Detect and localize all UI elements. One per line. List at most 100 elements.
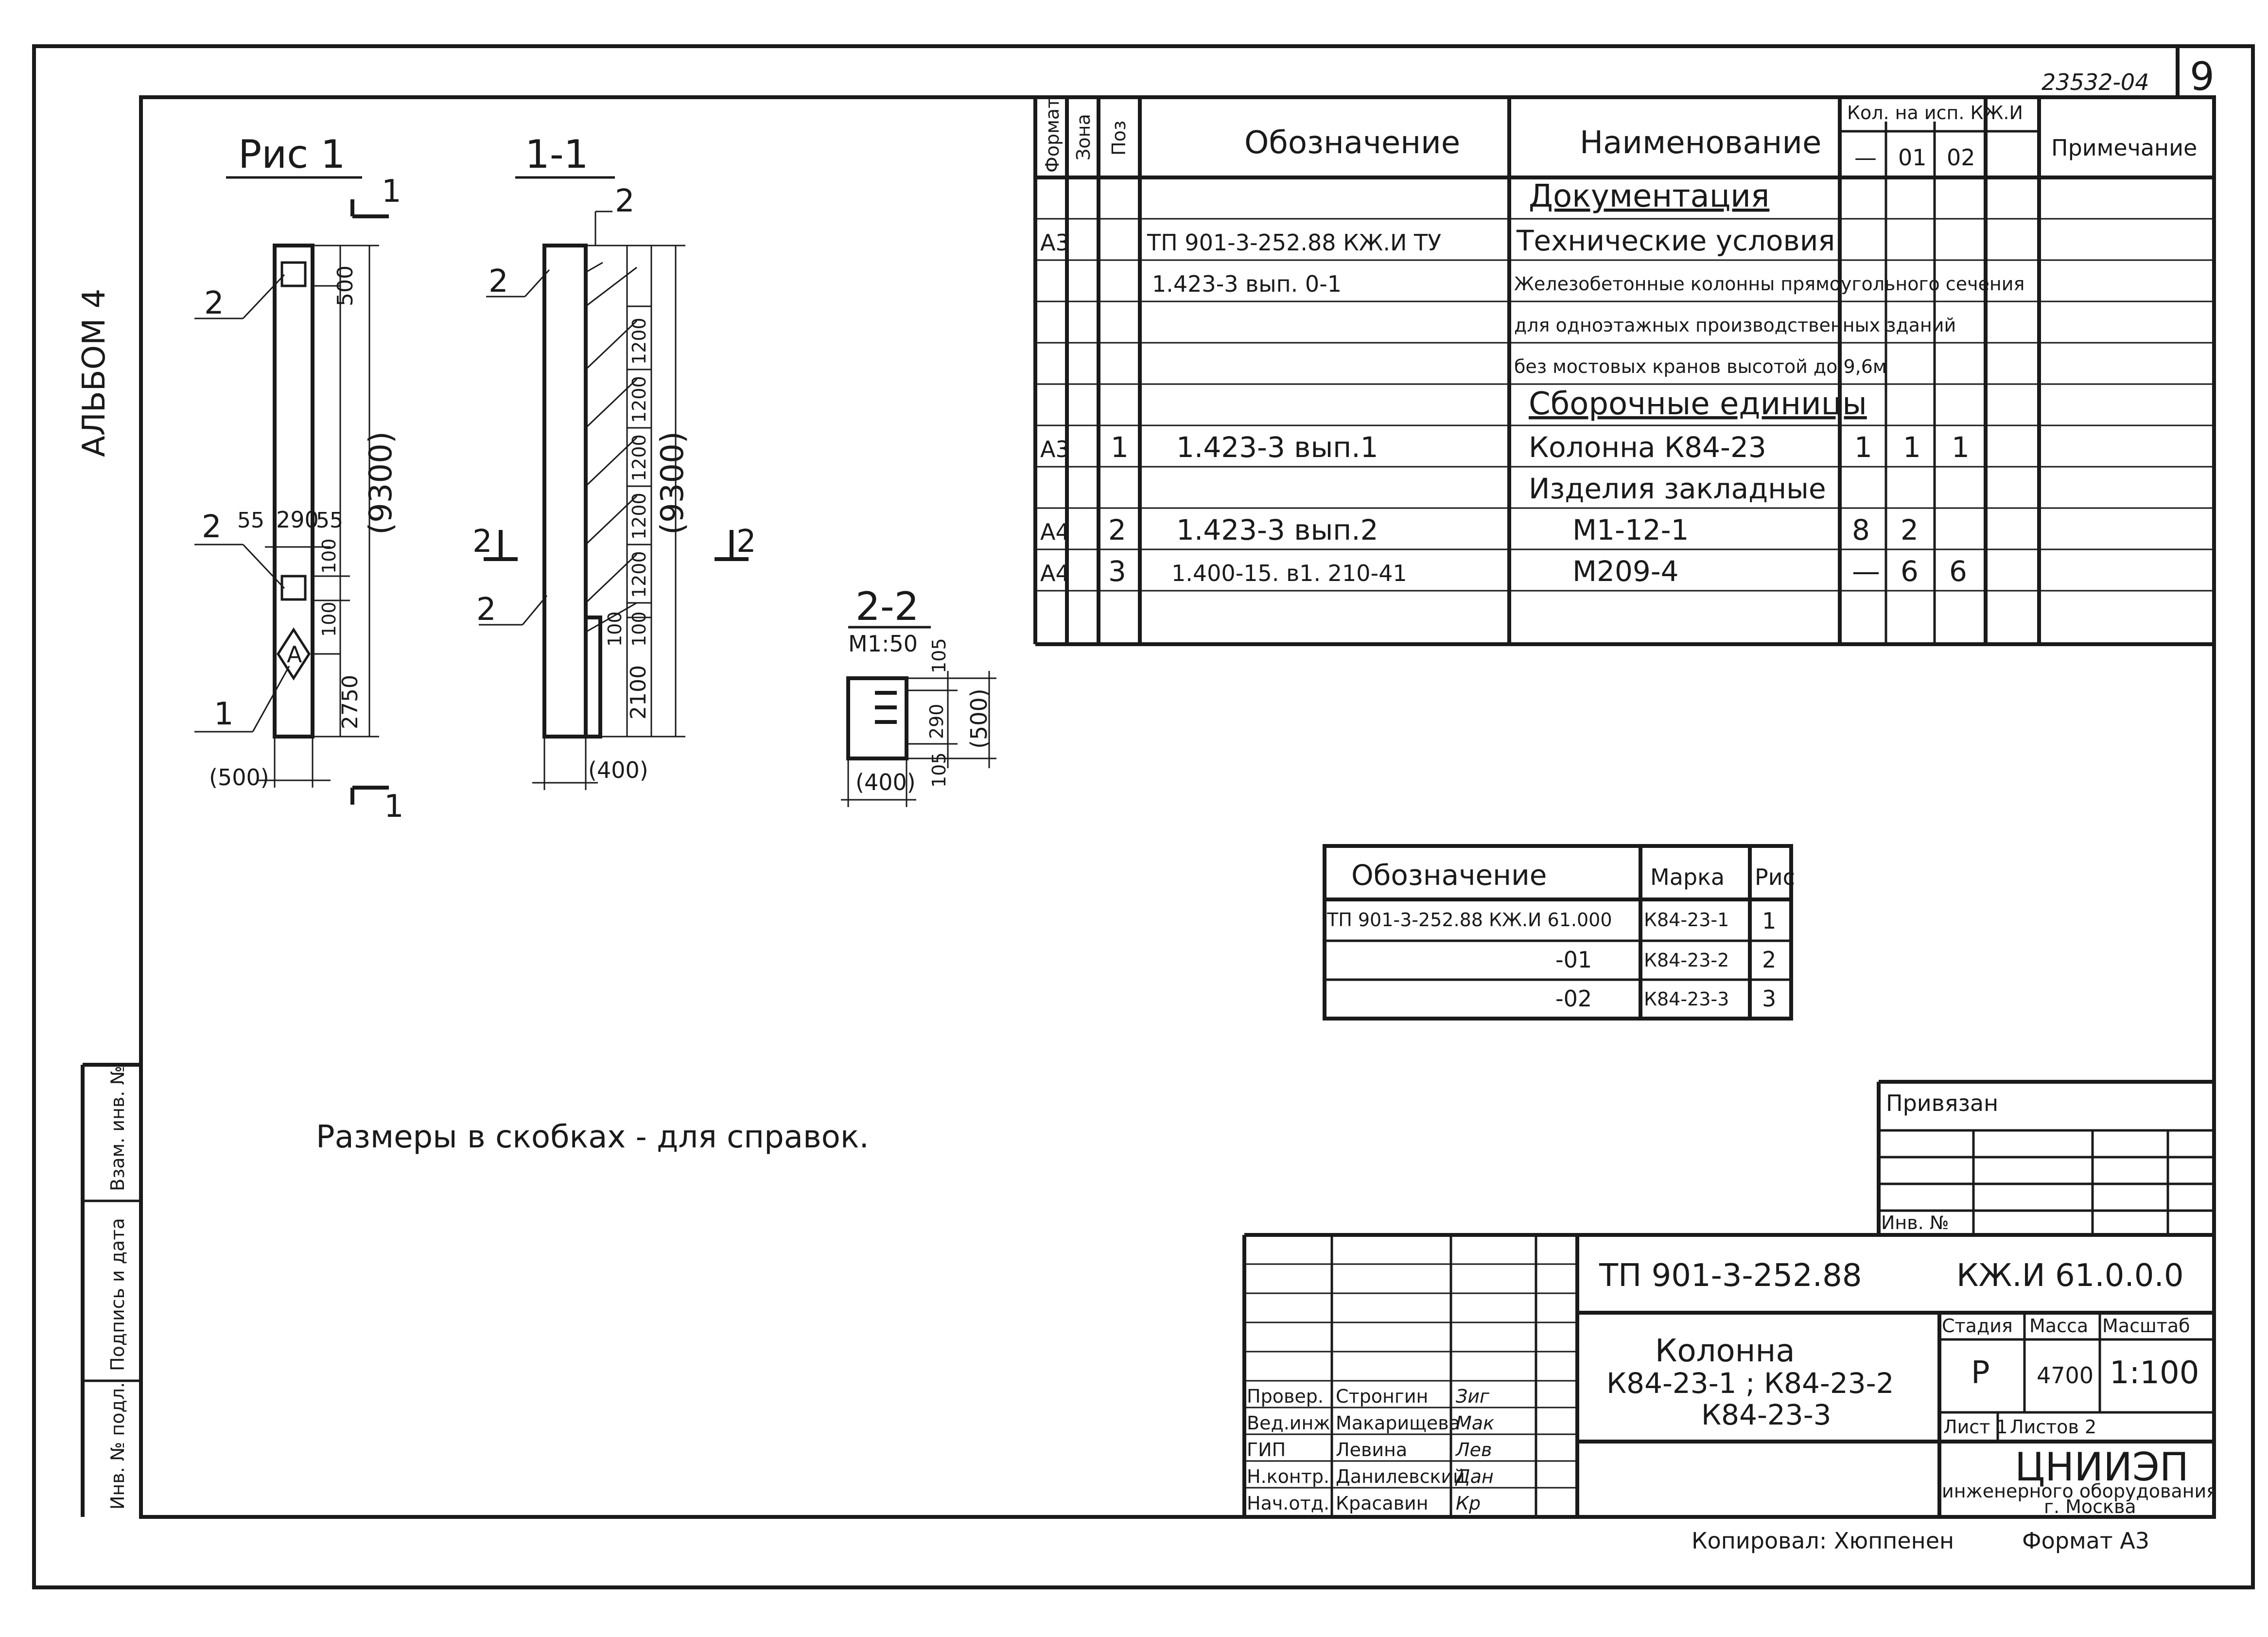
dim-1200-b: 1200 <box>628 376 650 423</box>
dim-1200-c: 1200 <box>628 434 650 481</box>
spec-table-grid <box>1033 97 2214 646</box>
marks-row-1: ТП 901-3-252.88 КЖ.И 61.000 К84-23-1 1 <box>1326 908 1776 934</box>
dim-55-right: 55 <box>316 508 343 533</box>
person-sign: Мак <box>1456 1412 1494 1434</box>
spec-h-q1: 01 <box>1898 144 1927 171</box>
stamp-stage: Р <box>1971 1355 1990 1391</box>
view1-title: Рис 1 <box>238 132 346 177</box>
spec-cell-name: Технические условия <box>1516 224 1835 257</box>
stamp-org: ЦНИИЭП <box>2015 1444 2189 1490</box>
dim-1200-a: 1200 <box>628 317 650 365</box>
stamp-code: КЖ.И 61.0.0.0 <box>1956 1258 2184 1294</box>
dim-500-section: (500) <box>966 688 992 749</box>
marks-cell-mark: К84-23-3 <box>1644 988 1729 1010</box>
person-role: Нач.отд. <box>1247 1493 1329 1514</box>
person-role: Н.контр. <box>1247 1466 1329 1487</box>
marks-cell-fig: 3 <box>1762 986 1776 1012</box>
column-section <box>841 671 996 807</box>
view1-badge: А <box>287 641 302 668</box>
section-title: 2-2 <box>855 584 919 629</box>
spec-h-q2: 02 <box>1947 144 1975 171</box>
spec-row-4: для одноэтажных производственных зданий <box>1514 315 1956 336</box>
dim-500-top: 500 <box>333 265 358 306</box>
person-name: Левина <box>1336 1439 1407 1461</box>
person-sign: Дан <box>1455 1466 1494 1487</box>
marks-table-grid <box>1323 844 1793 1021</box>
spec-h-format: Формат <box>1042 98 1063 173</box>
main-stamp-grid <box>1242 1233 2214 1517</box>
bound-inv: Инв. № <box>1881 1212 1949 1233</box>
view1-pos2-top: 2 <box>204 285 224 321</box>
marks-cell-mark: К84-23-1 <box>1644 909 1729 931</box>
marks-cell-fig: 2 <box>1762 947 1776 973</box>
spec-cell-designation: ТП 901-3-252.88 КЖ.И ТУ <box>1147 229 1441 256</box>
left-stamp <box>81 1063 141 1517</box>
column-front-view <box>194 199 389 805</box>
stamp-title3: К84-23-3 <box>1701 1398 1832 1431</box>
person-sign: Лев <box>1455 1439 1492 1461</box>
view2-pos2-left: 2 <box>488 264 508 299</box>
spec-row-3: 1.423-3 вып. 0-1 Железобетонные колонны … <box>1152 271 2024 297</box>
dim-100-c: 100 <box>604 611 626 647</box>
spec-cell-designation: 1.423-3 вып. 0-1 <box>1152 271 1342 297</box>
spec-cell-q2: 6 <box>1949 555 1967 588</box>
spec-row-8: Изделия закладные <box>1529 472 1826 505</box>
spec-cell-designation: 1.423-3 вып.2 <box>1176 513 1378 546</box>
spec-cell-name: Документация <box>1529 178 1769 214</box>
marks-cell-designation: -01 <box>1555 947 1592 973</box>
stamp-sheet: Лист 1 <box>1943 1416 2008 1438</box>
spec-row-9: А4 2 1.423-3 вып.2 М1-12-1 8 2 <box>1040 513 1919 546</box>
view2-title: 1-1 <box>525 132 589 177</box>
marks-h-designation: Обозначение <box>1351 859 1547 892</box>
bound-block-grid <box>1877 1080 2214 1235</box>
dim-1200-e: 1200 <box>628 551 650 598</box>
spec-h-designation: Обозначение <box>1244 125 1460 161</box>
spec-h-zone: Зона <box>1073 114 1094 160</box>
stamp-person-3: ГИП Левина Лев <box>1247 1439 1492 1461</box>
person-name: Красавин <box>1336 1493 1429 1514</box>
dim-100-a: 100 <box>318 538 340 574</box>
spec-cell-format: А3 <box>1040 229 1070 256</box>
spec-cell-format: А4 <box>1040 560 1070 586</box>
stamp-title1: Колонна <box>1655 1333 1795 1369</box>
dim-105-bottom: 105 <box>928 752 950 788</box>
album-label: АЛЬБОМ 4 <box>76 289 112 457</box>
spec-h-qty: Кол. на исп. КЖ.И <box>1847 102 2023 123</box>
spec-cell-designation: 1.400-15. в1. 210-41 <box>1171 560 1407 586</box>
stamp-stage-label: Стадия <box>1942 1315 2013 1337</box>
person-role: Вед.инж <box>1247 1412 1330 1434</box>
spec-cell-name: М1-12-1 <box>1572 513 1689 546</box>
dim-400-section: (400) <box>855 769 916 795</box>
stamp-person-4: Н.контр. Данилевский Дан <box>1247 1466 1494 1487</box>
spec-cell-q0: 8 <box>1852 513 1870 546</box>
spec-cell-format: А4 <box>1040 519 1070 545</box>
dim-400: (400) <box>588 757 648 783</box>
dim-55-left: 55 <box>237 508 264 533</box>
dim-290: 290 <box>276 507 319 533</box>
view2-pos2-top: 2 <box>615 183 635 219</box>
spec-cell-pos: 1 <box>1111 431 1129 464</box>
spec-cell-name: Сборочные единицы <box>1529 386 1867 422</box>
person-sign: Кр <box>1456 1493 1481 1514</box>
person-name: Данилевский <box>1336 1466 1465 1487</box>
marks-cell-designation: ТП 901-3-252.88 КЖ.И 61.000 <box>1326 909 1612 931</box>
spec-cell-name: Железобетонные колонны прямоугольного се… <box>1514 273 2024 295</box>
spec-h-note: Примечание <box>2051 135 2197 161</box>
dim-100-d: 100 <box>628 611 650 647</box>
cut2-left: 2 <box>472 524 492 560</box>
marks-h-mark: Марка <box>1650 864 1725 890</box>
stamp-sheets: Листов 2 <box>2010 1416 2096 1438</box>
stamp-person-1: Провер. Стронгин Зиг <box>1247 1386 1490 1407</box>
spec-cell-format: А3 <box>1040 436 1070 462</box>
dim-100-b: 100 <box>318 601 340 637</box>
marks-cell-mark: К84-23-2 <box>1644 950 1729 971</box>
cut1-bottom: 1 <box>384 789 404 825</box>
left-stamp-a: Инв. № подл. <box>107 1382 128 1510</box>
person-role: ГИП <box>1247 1439 1286 1461</box>
spec-cell-pos: 2 <box>1108 513 1126 546</box>
spec-cell-name: без мостовых кранов высотой до 9,6м <box>1514 356 1887 377</box>
stamp-project: ТП 901-3-252.88 <box>1599 1258 1862 1294</box>
stamp-person-2: Вед.инж Макарищева Мак <box>1247 1412 1494 1434</box>
dim-2750: 2750 <box>338 675 363 729</box>
